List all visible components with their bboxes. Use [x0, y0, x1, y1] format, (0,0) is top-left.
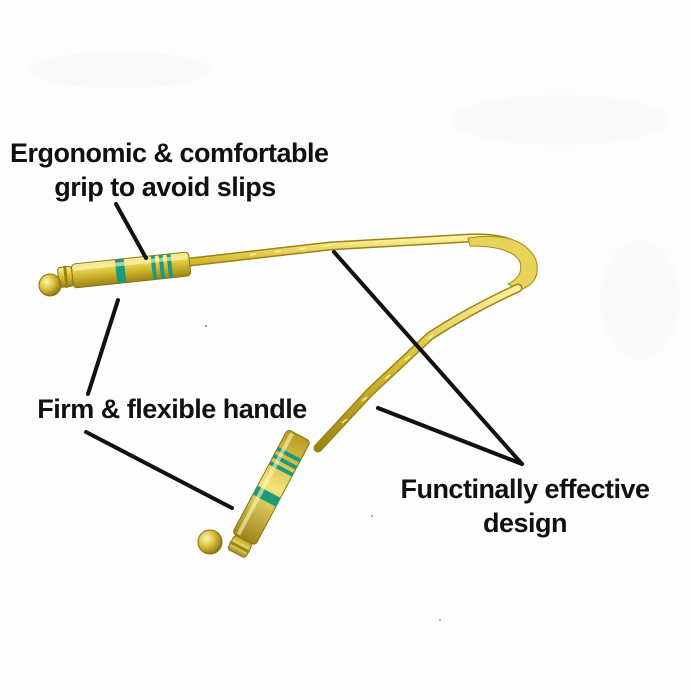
design-callout-line1: Functinally effective	[400, 474, 650, 504]
design-leader-line-upper	[332, 250, 524, 466]
handle-leader-line-upper	[86, 298, 120, 396]
grip-leader-line	[114, 202, 148, 260]
upper-handle	[38, 251, 192, 297]
design-callout-line2: design	[482, 508, 568, 538]
grip-callout: Ergonomic & comfortable grip to avoid sl…	[10, 136, 329, 204]
grip-callout-line2: grip to avoid slips	[54, 172, 276, 202]
background-haze	[30, 52, 680, 360]
grip-callout-line1: Ergonomic & comfortable	[10, 138, 329, 168]
handle-callout: Firm & flexible handle	[22, 392, 322, 426]
design-leader-line-lower	[376, 406, 524, 466]
design-callout: Functinally effective design	[400, 472, 650, 540]
lower-handle	[197, 430, 310, 558]
scraper-blade	[185, 233, 538, 453]
leader-lines	[84, 202, 524, 510]
handle-callout-line1: Firm & flexible handle	[37, 394, 307, 424]
handle-leader-line-lower	[84, 430, 234, 510]
